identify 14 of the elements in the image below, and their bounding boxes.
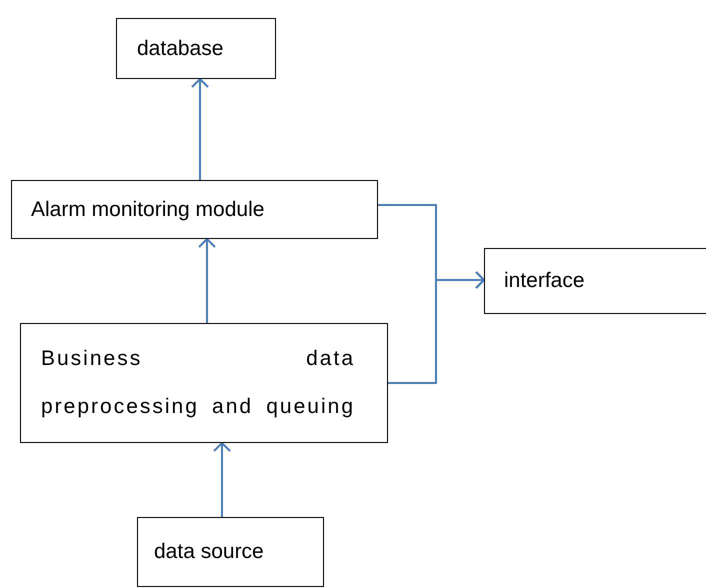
box-label: data source [154, 540, 264, 564]
arrow [198, 238, 216, 323]
process-box [11, 180, 378, 239]
arrow [213, 442, 231, 517]
box-label: database [137, 36, 224, 60]
box-label: Business data preprocessing and queuing [41, 346, 355, 420]
arrow [388, 271, 485, 384]
process-box [116, 18, 276, 79]
box-label: interface [504, 269, 585, 293]
process-box [20, 323, 388, 443]
process-box [484, 248, 706, 314]
arrow [191, 78, 209, 180]
process-box [137, 517, 324, 587]
box-label: Alarm monitoring module [31, 198, 264, 222]
